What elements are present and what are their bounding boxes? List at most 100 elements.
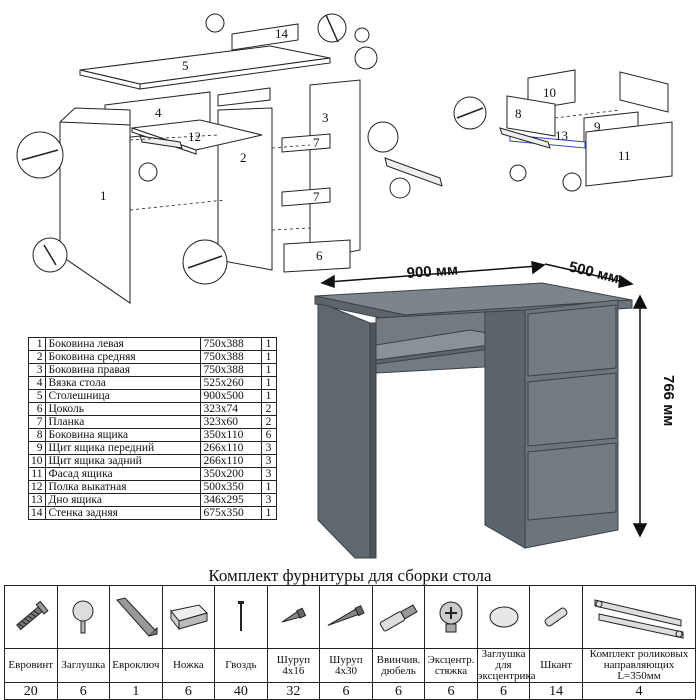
callout-screw-icon-4	[509, 164, 527, 182]
fitting-name: Шуруп 4х30	[319, 648, 373, 683]
parts-cell-size: 750x388	[199, 363, 262, 377]
callout-screw-icon	[205, 13, 225, 33]
parts-cell-size: 266x110	[199, 441, 262, 455]
label-drawer-9: 9	[594, 119, 601, 134]
drawer-part-8-left	[506, 95, 556, 137]
label-part-12: 12	[188, 129, 201, 144]
parts-cell-n: 10	[28, 454, 46, 468]
fitting-name: Комплект роликовых направляющих L=350мм	[582, 648, 696, 683]
parts-cell-n: 8	[28, 428, 46, 442]
parts-cell-name: Цоколь	[44, 402, 201, 416]
parts-cell-size: 323x60	[199, 415, 262, 429]
parts-cell-size: 750x388	[199, 337, 262, 351]
cap-icon	[56, 585, 111, 649]
parts-cell-qty: 1	[260, 389, 277, 403]
parts-cell-qty: 2	[260, 402, 277, 416]
parts-cell-n: 7	[28, 415, 46, 429]
dimension-height: 766 мм	[660, 375, 677, 426]
fitting-qty: 6	[476, 682, 531, 700]
fitting-name: Заглушка	[56, 648, 111, 683]
label-part-5: 5	[182, 58, 189, 73]
fitting-qty: 6	[424, 682, 478, 700]
parts-cell-n: 9	[28, 441, 46, 455]
fitting-name: Заглушка для эксцентрика	[476, 648, 536, 683]
parts-cell-size: 750x388	[199, 350, 262, 364]
parts-cell-name: Вязка стола	[44, 376, 201, 390]
fitting-qty: 6	[319, 682, 373, 700]
parts-cell-name: Стенка задняя	[44, 506, 201, 520]
desk-left-leg	[317, 303, 371, 559]
label-part-1: 1	[100, 188, 107, 203]
parts-cell-name: Боковина правая	[44, 363, 201, 377]
part-3-right-side	[309, 79, 361, 261]
parts-cell-name: Фасад ящика	[44, 467, 201, 481]
fitting-name: Шуруп 4х16	[266, 648, 321, 683]
label-part-14: 14	[275, 26, 289, 41]
parts-cell-size: 675x350	[199, 506, 262, 520]
roller-guide-right	[384, 157, 443, 187]
label-part-7b: 7	[313, 189, 320, 204]
parts-cell-size: 525x260	[199, 376, 262, 390]
fitting-name: Ножка	[161, 648, 216, 683]
part-14-back-panel	[231, 23, 299, 51]
fitting-qty: 20	[4, 682, 58, 700]
parts-cell-name: Боковина левая	[44, 337, 201, 351]
parts-cell-size: 350x200	[199, 467, 262, 481]
label-part-4: 4	[155, 105, 162, 120]
parts-cell-name: Боковина ящика	[44, 428, 201, 442]
parts-cell-name: Полка выкатная	[44, 480, 201, 494]
parts-cell-qty: 1	[260, 480, 277, 494]
parts-cell-qty: 3	[260, 467, 277, 481]
parts-cell-n: 14	[28, 506, 46, 520]
drawer-part-11-facade	[585, 121, 673, 187]
parts-cell-qty: 3	[260, 493, 277, 507]
label-part-7a: 7	[313, 135, 320, 150]
parts-cell-name: Щит ящика задний	[44, 454, 201, 468]
part-2-middle-side	[217, 107, 273, 271]
parts-cell-qty: 6	[260, 428, 277, 442]
parts-cell-qty: 1	[260, 376, 277, 390]
parts-cell-qty: 1	[260, 337, 277, 351]
fittings-title: Комплект фурнитуры для сборки стола	[208, 566, 492, 585]
callout-nail-icon	[354, 27, 370, 43]
hex-key-icon	[109, 585, 163, 649]
part-7-plank-a	[281, 133, 331, 153]
parts-cell-n: 3	[28, 363, 46, 377]
screw-4x16-icon	[266, 585, 321, 649]
fitting-qty: 1	[109, 682, 163, 700]
callout-eccentric-icon	[354, 46, 378, 70]
parts-cell-n: 4	[28, 376, 46, 390]
parts-cell-size: 350x110	[199, 428, 262, 442]
eccentric-cap-icon	[476, 585, 531, 649]
parts-cell-n: 1	[28, 337, 46, 351]
part-7-plank-b	[281, 187, 331, 207]
label-part-3: 3	[322, 110, 329, 125]
eccentric-icon	[424, 585, 478, 649]
label-drawer-8a: 8	[515, 106, 522, 121]
parts-cell-name: Столешница	[44, 389, 201, 403]
parts-cell-qty: 3	[260, 454, 277, 468]
parts-cell-qty: 1	[260, 506, 277, 520]
screw-4x30-icon	[319, 585, 373, 649]
label-drawer-13: 13	[555, 128, 568, 143]
parts-cell-size: 500x350	[199, 480, 262, 494]
parts-cell-name: Планка	[44, 415, 201, 429]
fitting-name: Ввинчив. дюбель	[371, 648, 426, 683]
foot-icon	[161, 585, 216, 649]
fitting-name: Гвоздь	[214, 648, 268, 683]
roller-guide-drawer	[499, 127, 551, 149]
fitting-name: Шкант	[529, 648, 583, 683]
fitting-qty: 40	[214, 682, 268, 700]
desk-cabinet-side	[484, 309, 526, 549]
parts-cell-n: 11	[28, 467, 46, 481]
